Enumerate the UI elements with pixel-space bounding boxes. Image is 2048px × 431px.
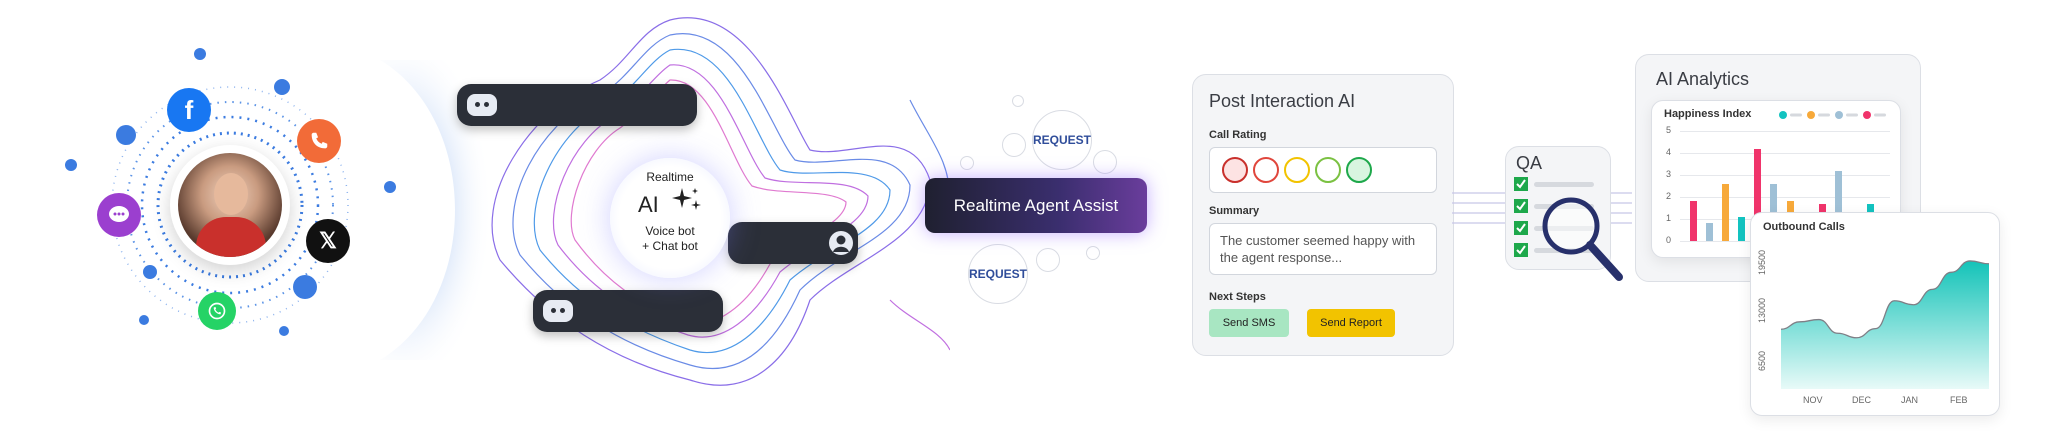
happiness-legend xyxy=(1779,111,1886,119)
x-icon: 𝕏 xyxy=(306,219,350,263)
happiness-gridline xyxy=(1680,153,1890,154)
request-bubble-top: REQUEST xyxy=(1032,110,1092,170)
outbound-x-tick: DEC xyxy=(1852,395,1872,405)
send-sms-button[interactable]: Send SMS xyxy=(1209,309,1289,337)
qa-title: QA xyxy=(1516,153,1543,173)
happiness-gridline xyxy=(1680,131,1890,132)
customer-avatar xyxy=(170,145,290,265)
agent-person-icon xyxy=(829,231,853,255)
happiness-bar xyxy=(1835,170,1843,241)
facebook-icon: f xyxy=(167,88,211,132)
ai-analytics-title: AI Analytics xyxy=(1656,69,1750,89)
bot-face-icon xyxy=(543,300,573,322)
agent-voice-message xyxy=(728,222,858,264)
happiness-y-tick: 5 xyxy=(1666,125,1672,135)
bubble xyxy=(960,156,974,170)
happiness-y-tick: 1 xyxy=(1666,213,1672,223)
voicebot-message-bottom xyxy=(533,290,723,332)
magnifier-icon xyxy=(1542,197,1623,281)
outbound-y-tick: 19500 xyxy=(1757,249,1767,275)
call-rating-label: Call Rating xyxy=(1209,129,1267,141)
summary-text: The customer seemed happy with the agent… xyxy=(1220,233,1416,265)
outbound-y-tick: 13000 xyxy=(1757,297,1767,323)
very-sad-emoji-icon[interactable] xyxy=(1222,157,1248,183)
bubble xyxy=(1012,95,1024,107)
ai-hub-realtime: Realtime xyxy=(646,170,694,184)
post-interaction-panel: Post Interaction AI Call Rating Summary … xyxy=(1192,74,1454,356)
realtime-agent-assist-button[interactable]: Realtime Agent Assist xyxy=(925,178,1147,233)
sad-emoji-icon[interactable] xyxy=(1253,157,1279,183)
customer-photo xyxy=(178,153,282,257)
happiness-y-tick: 2 xyxy=(1666,191,1672,201)
bubble xyxy=(1086,246,1100,260)
happiness-y-tick: 0 xyxy=(1666,235,1672,245)
outbound-calls-title: Outbound Calls xyxy=(1763,221,1845,233)
voice-waveform-icon xyxy=(738,228,822,258)
ai-hub-chatbot: + Chat bot xyxy=(642,239,698,253)
ai-hub-ai: AI xyxy=(638,192,659,217)
outbound-x-tick: FEB xyxy=(1950,395,1968,405)
ai-hub-voicebot: Voice bot xyxy=(645,224,695,238)
happiness-gridline xyxy=(1680,197,1890,198)
outbound-line xyxy=(1781,260,1989,339)
ai-hub: Realtime AI Voice bot + Chat bot xyxy=(610,158,730,278)
happiness-bar xyxy=(1738,216,1746,241)
outbound-y-tick: 6500 xyxy=(1757,350,1767,371)
bubble xyxy=(1002,133,1026,157)
post-interaction-title: Post Interaction AI xyxy=(1209,91,1356,111)
outbound-area-chart xyxy=(1781,260,1989,389)
call-rating-box xyxy=(1209,147,1437,193)
summary-label: Summary xyxy=(1209,205,1260,217)
outbound-x-tick: JAN xyxy=(1901,395,1919,405)
outbound-x-tick: NOV xyxy=(1803,395,1823,405)
happiness-bar xyxy=(1754,148,1762,241)
happiness-y-tick: 4 xyxy=(1666,147,1672,157)
chat-icon xyxy=(97,193,141,237)
voice-waveform-icon xyxy=(509,90,678,120)
ai-wave-graphic xyxy=(380,17,950,386)
happiness-gridline xyxy=(1680,175,1890,176)
sparkle-icon xyxy=(672,188,701,210)
happiness-y-tick: 3 xyxy=(1666,169,1672,179)
whatsapp-icon xyxy=(198,292,236,330)
smile-emoji-icon[interactable] xyxy=(1315,157,1341,183)
request-bubble-bottom: REQUEST xyxy=(968,244,1028,304)
happiness-index-title: Happiness Index xyxy=(1664,108,1752,120)
happiness-bar xyxy=(1722,183,1729,241)
bot-face-icon xyxy=(467,94,497,116)
voice-waveform-icon xyxy=(583,296,712,326)
send-report-button[interactable]: Send Report xyxy=(1307,309,1395,337)
bubble xyxy=(1093,150,1117,174)
voicebot-message-top xyxy=(457,84,697,126)
outbound-area-fill xyxy=(1781,260,1989,389)
neutral-emoji-icon[interactable] xyxy=(1284,157,1310,183)
very-happy-emoji-icon[interactable] xyxy=(1346,157,1372,183)
next-steps-label: Next Steps xyxy=(1209,291,1266,303)
phone-icon xyxy=(297,119,341,163)
bubble xyxy=(1036,248,1060,272)
happiness-bar xyxy=(1705,223,1713,241)
happiness-bar xyxy=(1689,201,1697,241)
channel-ring xyxy=(65,48,396,336)
summary-box: The customer seemed happy with the agent… xyxy=(1209,223,1437,275)
